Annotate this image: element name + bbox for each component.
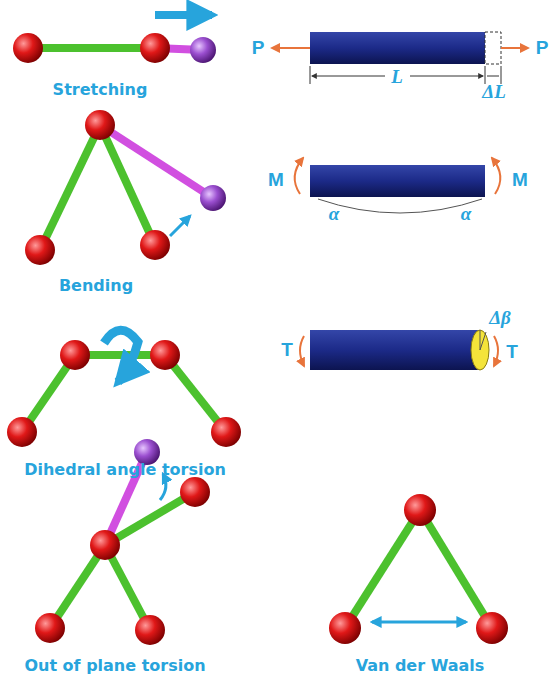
stretch-rod-part bbox=[312, 76, 385, 77]
stretch-molecule-part bbox=[140, 33, 170, 63]
torsion-molecule bbox=[7, 330, 241, 447]
torsion-rod-part bbox=[480, 332, 486, 350]
torsion-molecule-part bbox=[104, 330, 138, 382]
bend-molecule bbox=[25, 110, 226, 265]
torque-label: T bbox=[506, 342, 518, 363]
moment-label: M bbox=[512, 170, 528, 191]
bend-molecule-part bbox=[85, 110, 115, 140]
stretch-molecule-part bbox=[28, 44, 155, 52]
bend-molecule-part bbox=[200, 185, 226, 211]
caption-label: Out of plane torsion bbox=[24, 657, 205, 675]
bend-molecule-part bbox=[40, 125, 100, 250]
caption-label: Bending bbox=[59, 277, 133, 295]
vdw-molecule-part bbox=[372, 621, 466, 624]
torque-label: T bbox=[281, 340, 293, 361]
stretch-rod-part bbox=[310, 66, 311, 84]
vdw-molecule bbox=[329, 494, 508, 644]
torsion-molecule-part bbox=[7, 417, 37, 447]
stretch-molecule-part bbox=[190, 37, 216, 63]
bend-molecule-part bbox=[25, 235, 55, 265]
bend-rod-part bbox=[310, 165, 485, 197]
bend-molecule-part bbox=[100, 125, 213, 198]
out-of-plane-molecule-part bbox=[90, 530, 120, 560]
vdw-molecule-part bbox=[420, 510, 492, 628]
length-label: L bbox=[391, 67, 403, 88]
moment-label: M bbox=[268, 170, 284, 191]
force-label: P bbox=[536, 38, 549, 59]
torsion-molecule-part bbox=[211, 417, 241, 447]
torsion-molecule-part bbox=[60, 340, 90, 370]
force-label: P bbox=[252, 38, 265, 59]
vdw-molecule-part bbox=[345, 510, 420, 628]
stretch-rod-part bbox=[410, 76, 483, 77]
vdw-molecule-part bbox=[404, 494, 436, 526]
torsion-rod-part bbox=[300, 336, 304, 366]
stretch-rod-part bbox=[501, 47, 528, 49]
bend-molecule-part bbox=[140, 230, 170, 260]
caption-label: Dihedral angle torsion bbox=[24, 461, 226, 479]
bend-rod-part bbox=[318, 199, 482, 213]
stretch-rod-part bbox=[310, 32, 485, 64]
caption-label: Van der Waals bbox=[356, 657, 485, 675]
out-of-plane-molecule-part bbox=[135, 615, 165, 645]
stretch-molecule-part bbox=[155, 11, 212, 19]
torsion-rod bbox=[300, 330, 498, 370]
stretch-rod-part bbox=[485, 32, 501, 64]
torsion-rod-part bbox=[494, 336, 498, 366]
torsion-rod-part bbox=[480, 330, 481, 350]
torsion-rod-part bbox=[471, 330, 489, 370]
stretch-rod-part bbox=[487, 76, 499, 77]
bend-molecule-part bbox=[170, 216, 190, 236]
vdw-molecule-part bbox=[476, 612, 508, 644]
stretch-rod-part bbox=[272, 47, 310, 49]
torsion-molecule-part bbox=[150, 340, 180, 370]
angle-label: α bbox=[329, 204, 340, 225]
stretch-molecule bbox=[13, 15, 216, 63]
angle-label: α bbox=[461, 204, 472, 225]
out-of-plane-molecule-part bbox=[180, 477, 210, 507]
vdw-molecule-part bbox=[329, 612, 361, 644]
length-label: ΔL bbox=[482, 82, 506, 103]
bend-rod-part bbox=[295, 158, 303, 194]
bend-rod-part bbox=[492, 158, 500, 194]
stretch-molecule-part bbox=[13, 33, 43, 63]
caption-label: Stretching bbox=[53, 81, 148, 99]
out-of-plane-molecule-part bbox=[35, 613, 65, 643]
torsion-rod-part bbox=[310, 330, 480, 370]
angle-label: Δβ bbox=[489, 308, 511, 329]
